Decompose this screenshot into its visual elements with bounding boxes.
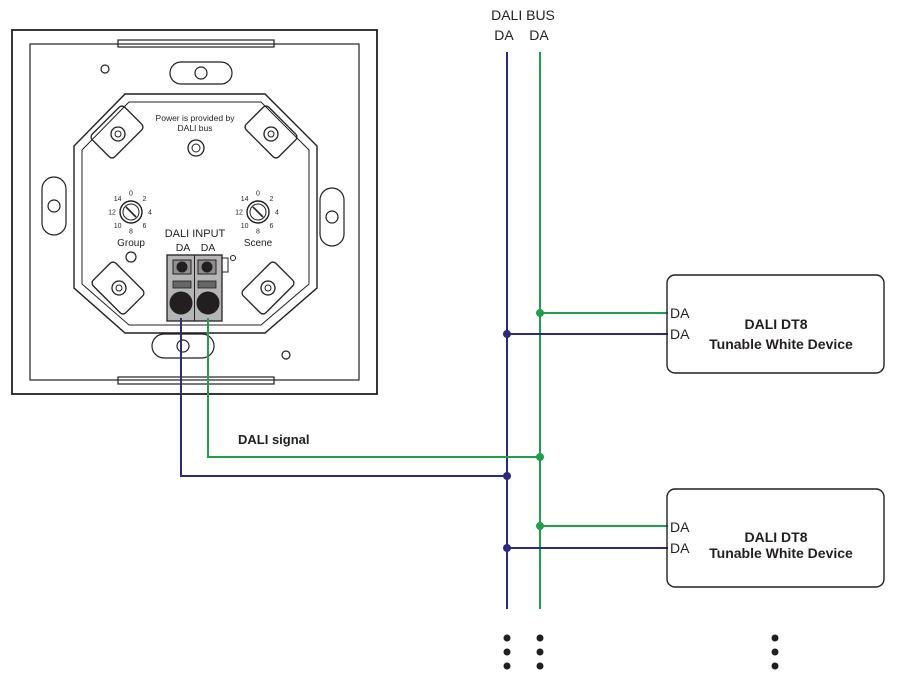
power-note-line1: Power is provided by <box>156 113 236 123</box>
dali-signal-label: DALI signal <box>238 432 310 447</box>
device-2-box <box>666 488 885 588</box>
ellipsis-dot <box>771 662 779 670</box>
ellipsis-dot <box>771 634 779 642</box>
junction-dot <box>503 330 511 338</box>
panel-top-slot <box>117 39 275 48</box>
terminal-right-screw[interactable] <box>201 261 213 273</box>
scene-dial-number: 14 <box>241 196 249 203</box>
device-1-pin-top: DA <box>670 305 690 321</box>
ellipsis-dot <box>536 648 544 656</box>
junction-dots <box>503 309 544 552</box>
group-dial-number: 0 <box>129 191 133 198</box>
bottom-keyhole-hole <box>176 339 190 353</box>
top-keyhole-hole <box>194 66 208 80</box>
continuation-dots <box>503 634 779 670</box>
group-dial[interactable] <box>119 200 143 224</box>
bracket-bottom-left <box>91 261 145 315</box>
ellipsis-dot <box>503 634 511 642</box>
small-hole-left <box>125 251 137 263</box>
scene-dial-number: 10 <box>241 223 249 230</box>
device-1-title: DALI DT8 <box>745 316 808 332</box>
scene-dial-number: 4 <box>275 210 279 217</box>
dali-input-title: DALI INPUT <box>165 228 226 240</box>
terminal-right-wire-port[interactable] <box>196 291 220 315</box>
dali-panel-back-view <box>11 29 378 395</box>
signal-wire-blue <box>180 318 507 477</box>
group-dial-number: 6 <box>142 223 146 230</box>
left-keyhole <box>41 176 67 236</box>
device-1-pin-bottom: DA <box>670 326 690 342</box>
module-inner-octagon <box>81 101 310 326</box>
panel-outer-frame <box>11 29 378 395</box>
panel-bottom-slot <box>117 376 275 385</box>
ellipsis-dot <box>503 648 511 656</box>
bus-left-label: DA <box>494 27 514 43</box>
terminal-left-screw[interactable] <box>176 261 188 273</box>
device-2-title: DALI DT8 <box>745 529 808 545</box>
right-keyhole <box>319 187 345 247</box>
bracket-top-left <box>90 105 144 159</box>
ellipsis-dot <box>503 662 511 670</box>
ellipsis-dot <box>771 648 779 656</box>
scene-dial-number: 0 <box>256 191 260 198</box>
right-keyhole-hole <box>325 210 339 224</box>
ellipsis-dot <box>536 634 544 642</box>
center-hole-inner <box>191 143 201 153</box>
group-dial-number: 4 <box>148 210 152 217</box>
scene-label: Scene <box>244 238 273 249</box>
scene-dial-number: 12 <box>235 210 243 217</box>
scene-dial[interactable] <box>246 200 270 224</box>
dali-input-left-label: DA <box>176 242 191 254</box>
junction-dot <box>536 309 544 317</box>
left-keyhole-hole <box>47 199 61 213</box>
bracket-top-right <box>244 105 298 159</box>
dali-input-terminal-block <box>166 254 223 322</box>
junction-dot <box>536 453 544 461</box>
junction-dot <box>503 544 511 552</box>
terminal-left-wire-port[interactable] <box>169 291 193 315</box>
device-1-box <box>666 274 885 374</box>
group-dial-number: 10 <box>114 223 122 230</box>
small-hole-right <box>230 255 236 261</box>
ellipsis-dot <box>536 662 544 670</box>
device-1-subtitle: Tunable White Device <box>709 336 853 352</box>
scene-dial-number: 8 <box>256 229 260 236</box>
dali-input-right-label: DA <box>201 242 216 254</box>
module-outer-octagon <box>73 93 318 334</box>
corner-hole-top-left <box>100 64 110 74</box>
power-note-line2: DALI bus <box>178 123 213 133</box>
terminal-side-tab <box>221 257 229 273</box>
center-hole <box>187 139 205 157</box>
bus-title: DALI BUS <box>491 7 555 23</box>
scene-dial-number: 2 <box>269 196 273 203</box>
device-2: DA DA DALI DT8 Tunable White Device <box>666 488 885 588</box>
corner-hole-bottom-right <box>281 350 291 360</box>
bracket-bottom-right <box>241 261 295 315</box>
group-label: Group <box>117 238 145 249</box>
device-2-pin-bottom: DA <box>670 540 690 556</box>
group-dial-number: 8 <box>129 229 133 236</box>
top-keyhole <box>169 61 233 85</box>
device-1: DA DA DALI DT8 Tunable White Device <box>666 274 885 374</box>
signal-wire-green <box>207 318 540 458</box>
group-dial-number: 14 <box>114 196 122 203</box>
device-2-subtitle: Tunable White Device <box>709 545 853 561</box>
junction-dot <box>503 472 511 480</box>
scene-dial-number: 6 <box>269 223 273 230</box>
panel-inner-frame <box>29 43 360 381</box>
wires <box>180 52 668 609</box>
group-dial-number: 12 <box>108 210 116 217</box>
junction-dot <box>536 522 544 530</box>
device-2-pin-top: DA <box>670 519 690 535</box>
group-dial-number: 2 <box>142 196 146 203</box>
bus-right-label: DA <box>529 27 549 43</box>
bottom-keyhole <box>151 333 215 359</box>
